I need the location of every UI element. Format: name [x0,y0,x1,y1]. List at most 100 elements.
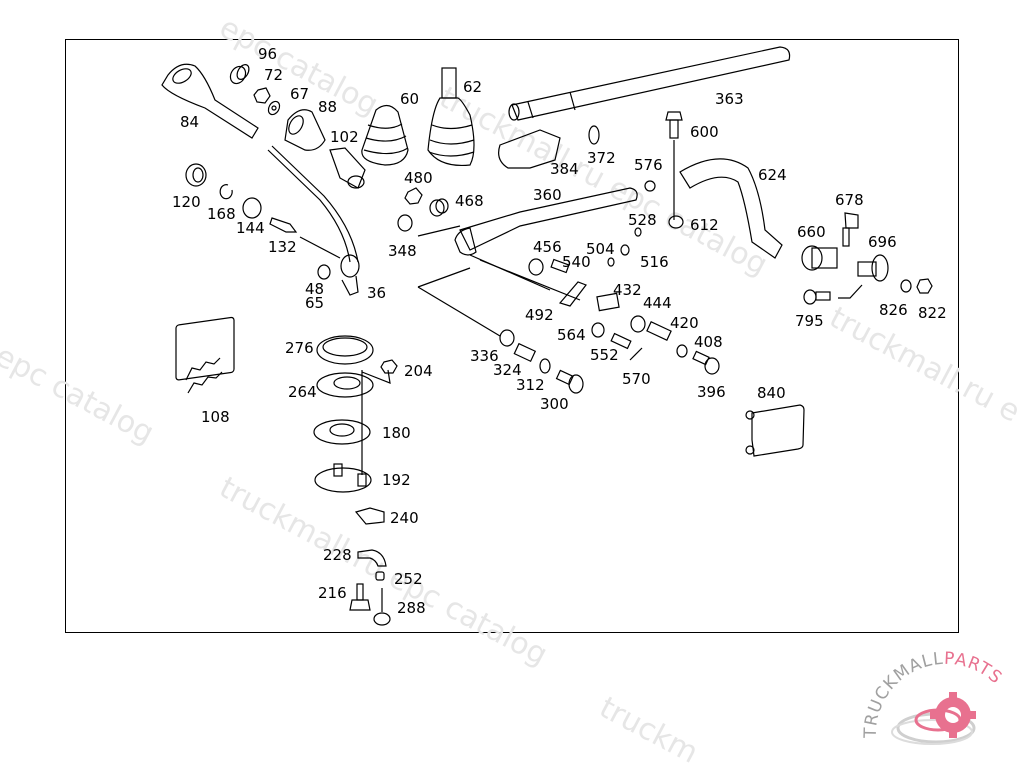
part-label-456[interactable]: 456 [533,238,562,256]
part-label-144[interactable]: 144 [236,219,265,237]
part-label-72[interactable]: 72 [264,66,284,84]
part-60-shape [361,104,409,166]
part-label-348[interactable]: 348 [388,242,417,260]
part-label-264[interactable]: 264 [288,383,317,401]
part-label-180[interactable]: 180 [382,424,411,442]
part-label-360[interactable]: 360 [533,186,562,204]
truckmallparts-logo: TRUCKMALLPARTS [858,649,1024,750]
part-label-336[interactable]: 336 [470,347,499,365]
part-516-shape [620,244,630,256]
part-label-840[interactable]: 840 [757,384,786,402]
part-label-612[interactable]: 612 [690,216,719,234]
logo-graphic: TRUCKMALLPARTS [861,649,1005,745]
part-label-564[interactable]: 564 [557,326,586,344]
part-label-420[interactable]: 420 [670,314,699,332]
part-label-96[interactable]: 96 [258,45,278,63]
part-label-696[interactable]: 696 [868,233,897,251]
part-label-363[interactable]: 363 [715,90,744,108]
part-180-shape [313,419,371,445]
part-label-48[interactable]: 48 [305,280,325,298]
part-label-492[interactable]: 492 [525,306,554,324]
part-822-shape [916,278,933,294]
part-600-shape [665,111,683,220]
part-204-shape [361,359,398,384]
part-label-516[interactable]: 516 [640,253,669,271]
part-label-216[interactable]: 216 [318,584,347,602]
part-564-shape [591,322,605,338]
part-67-shape [267,100,281,116]
part-label-624[interactable]: 624 [758,166,787,184]
part-label-312[interactable]: 312 [516,376,545,394]
part-795-shape [803,284,863,305]
part-label-540[interactable]: 540 [562,253,591,271]
part-label-324[interactable]: 324 [493,361,522,379]
part-168-shape [219,184,233,200]
part-108-shape [175,316,235,394]
part-label-432[interactable]: 432 [613,281,642,299]
part-label-444[interactable]: 444 [643,294,672,312]
part-label-396[interactable]: 396 [697,383,726,401]
part-504-shape [607,257,615,267]
part-88-shape [284,109,326,151]
part-336-shape [499,329,515,347]
part-372-shape [588,125,600,145]
part-552-shape [610,332,632,350]
part-384-shape [498,129,561,169]
part-label-204[interactable]: 204 [404,362,433,380]
part-624-shape [679,158,783,259]
part-label-288[interactable]: 288 [397,599,426,617]
part-label-108[interactable]: 108 [201,408,230,426]
part-label-88[interactable]: 88 [318,98,338,116]
part-276-shape [316,335,374,365]
part-456-shape [528,258,544,276]
part-label-826[interactable]: 826 [879,301,908,319]
part-288-shape [373,588,391,626]
part-label-468[interactable]: 468 [455,192,484,210]
part-240-shape [354,507,385,525]
part-label-504[interactable]: 504 [586,240,615,258]
part-label-67[interactable]: 67 [290,85,310,103]
part-label-240[interactable]: 240 [390,509,419,527]
part-label-252[interactable]: 252 [394,570,423,588]
part-72-shape [253,87,271,104]
part-120-shape [185,163,207,187]
part-label-408[interactable]: 408 [694,333,723,351]
part-label-300[interactable]: 300 [540,395,569,413]
part-324-shape [513,342,537,363]
part-label-102[interactable]: 102 [330,128,359,146]
part-420-shape [646,321,672,341]
part-label-678[interactable]: 678 [835,191,864,209]
part-492-shape [558,281,587,307]
part-label-570[interactable]: 570 [622,370,651,388]
part-432-shape [596,292,620,312]
part-label-384[interactable]: 384 [550,160,579,178]
logo-gear-icon [930,692,976,738]
part-label-528[interactable]: 528 [628,211,657,229]
part-408-shape [676,344,688,358]
part-label-576[interactable]: 576 [634,156,663,174]
part-label-120[interactable]: 120 [172,193,201,211]
part-label-168[interactable]: 168 [207,205,236,223]
part-label-192[interactable]: 192 [382,471,411,489]
part-label-795[interactable]: 795 [795,312,824,330]
part-label-372[interactable]: 372 [587,149,616,167]
part-label-60[interactable]: 60 [400,90,420,108]
part-label-62[interactable]: 62 [463,78,483,96]
part-468-shape [429,198,449,217]
part-264-shape [316,372,374,398]
logo-text-truckmall: TRUCKMALL [861,650,945,739]
part-label-132[interactable]: 132 [268,238,297,256]
parts-drawing [161,46,933,626]
part-label-36[interactable]: 36 [367,284,387,302]
part-840-shape [745,404,805,457]
part-label-65[interactable]: 65 [305,294,325,312]
part-label-228[interactable]: 228 [323,546,352,564]
part-label-822[interactable]: 822 [918,304,947,322]
part-612-shape [668,215,684,229]
part-label-552[interactable]: 552 [590,346,619,364]
part-label-600[interactable]: 600 [690,123,719,141]
part-label-84[interactable]: 84 [180,113,200,131]
part-label-480[interactable]: 480 [404,169,433,187]
part-label-276[interactable]: 276 [285,339,314,357]
part-label-660[interactable]: 660 [797,223,826,241]
